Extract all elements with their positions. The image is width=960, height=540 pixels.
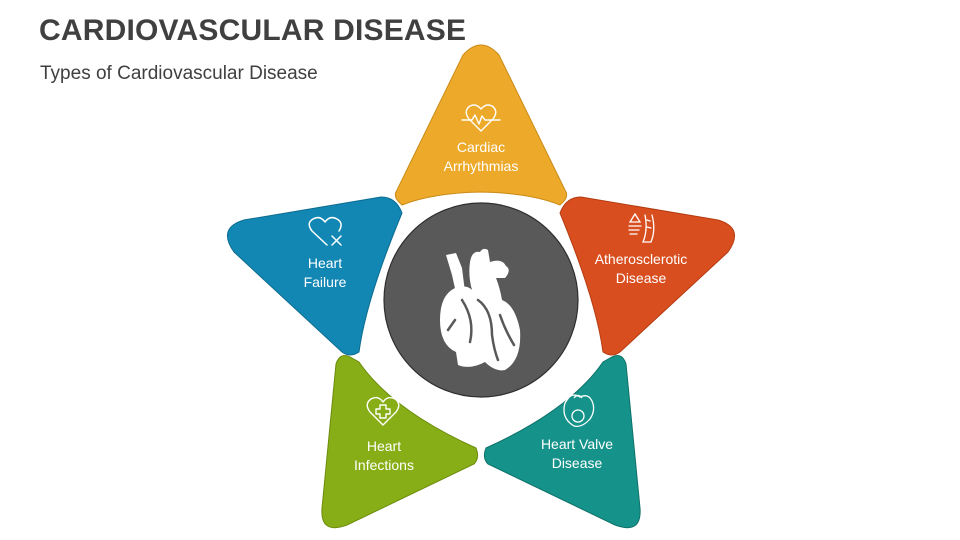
label-line: Atherosclerotic <box>594 251 688 267</box>
label-line: Disease <box>551 455 603 471</box>
heart-x-icon <box>308 216 342 246</box>
label-line: Failure <box>303 274 347 290</box>
page-title: CARDIOVASCULAR DISEASE <box>39 14 467 47</box>
petal-right <box>559 196 736 356</box>
anatomical-heart-icon <box>440 248 521 371</box>
label-line: Heart Valve <box>540 436 614 452</box>
petal-top <box>394 44 568 206</box>
petal-top-label: Cardiac Arrhythmias <box>411 138 551 176</box>
label-line: Arrhythmias <box>443 158 519 174</box>
label-line: Infections <box>354 457 414 473</box>
label-line: Disease <box>615 270 667 286</box>
heart-valve-icon <box>563 394 595 427</box>
petal-bottom-left <box>321 355 479 529</box>
petal-left-label: Heart Failure <box>255 254 395 292</box>
petal-bottom-right <box>483 355 641 529</box>
heartbeat-icon <box>461 104 501 132</box>
petal-left <box>226 196 403 356</box>
page-subtitle: Types of Cardiovascular Disease <box>40 63 318 84</box>
artery-plaque-icon <box>628 212 655 243</box>
label-line: Heart <box>366 438 402 454</box>
label-line: Cardiac <box>456 139 506 155</box>
petal-bottom-right-label: Heart Valve Disease <box>507 435 647 473</box>
label-line: Heart <box>307 255 343 271</box>
petal-bottom-left-label: Heart Infections <box>314 437 454 475</box>
heart-plus-icon <box>366 396 400 426</box>
petal-right-label: Atherosclerotic Disease <box>571 250 711 288</box>
